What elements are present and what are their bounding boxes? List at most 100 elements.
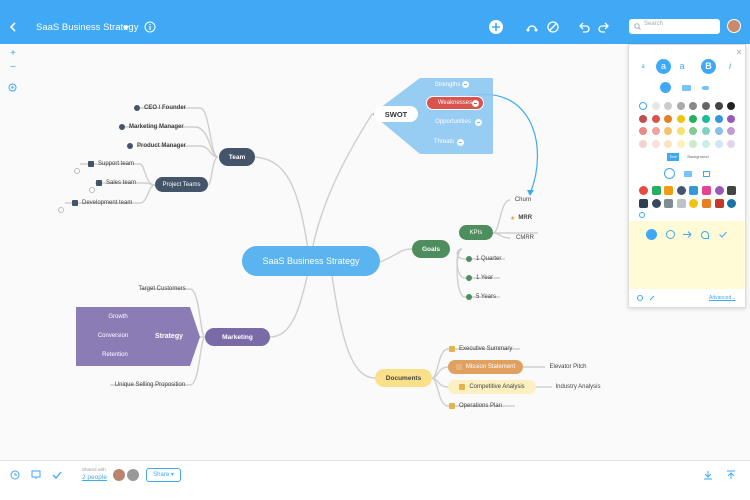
color-swatch[interactable]	[727, 127, 736, 135]
tab-background[interactable]: Background	[687, 154, 709, 159]
color-swatch[interactable]	[651, 114, 660, 123]
collapse-toggle[interactable]	[58, 207, 64, 213]
color-swatch[interactable]	[727, 139, 736, 148]
collapse-toggle[interactable]	[74, 168, 80, 174]
back-icon[interactable]	[9, 22, 17, 32]
bold-button[interactable]: B	[701, 59, 716, 74]
color-swatch[interactable]	[664, 114, 673, 123]
mind-map-canvas[interactable]: + −	[0, 44, 750, 460]
color-swatch[interactable]	[714, 127, 723, 135]
color-swatch[interactable]	[639, 102, 647, 110]
paint-icon[interactable]	[649, 295, 655, 301]
color-swatch[interactable]	[664, 127, 673, 135]
document-item[interactable]: Competitive Analysis	[448, 380, 536, 394]
marker-icon[interactable]	[651, 186, 661, 195]
task-icon[interactable]	[52, 470, 62, 480]
swot-item[interactable]: Threats	[433, 139, 455, 145]
marker-icon[interactable]	[676, 186, 686, 195]
map-title[interactable]: SaaS Business Strategy	[36, 22, 139, 33]
color-swatch[interactable]	[676, 102, 685, 110]
goal-horizon[interactable]: 5 Years	[466, 292, 506, 302]
search-input[interactable]: Search	[629, 19, 720, 34]
document-item[interactable]: Operations Plan	[449, 401, 513, 411]
kpi-item[interactable]: Churn	[514, 197, 532, 203]
color-swatch[interactable]	[664, 139, 673, 148]
redo-icon[interactable]	[598, 21, 610, 33]
color-swatch[interactable]	[664, 102, 673, 110]
color-swatch[interactable]	[702, 127, 710, 135]
project-team-child[interactable]: Development team	[72, 198, 142, 208]
advanced-link[interactable]: Advanced...	[709, 295, 736, 301]
avatar[interactable]	[127, 469, 139, 481]
notes-area[interactable]	[629, 221, 745, 289]
notes-tab-icon[interactable]	[646, 229, 657, 240]
marker-icon[interactable]	[689, 186, 699, 195]
share-button[interactable]: Share ▾	[146, 468, 181, 482]
download-icon[interactable]	[703, 470, 713, 480]
panel-close-icon[interactable]	[736, 49, 742, 55]
export-icon[interactable]	[726, 470, 736, 480]
swot-item-selected[interactable]: Weaknesses	[426, 96, 484, 110]
kpi-item[interactable]: CMRR	[516, 235, 534, 241]
topic-kpis[interactable]: KPIs	[459, 225, 493, 240]
color-swatch[interactable]	[651, 139, 660, 148]
connect-icon[interactable]	[526, 21, 538, 33]
team-child[interactable]: Marketing Manager	[119, 122, 199, 132]
marker-icon[interactable]	[702, 199, 711, 208]
topic-marketing[interactable]: Marketing	[205, 328, 270, 346]
project-team-child[interactable]: Sales team	[96, 178, 146, 188]
marker-icon[interactable]	[702, 186, 711, 195]
comment-icon[interactable]	[666, 230, 675, 239]
topic-documents[interactable]: Documents	[375, 369, 432, 387]
marker-icon[interactable]	[651, 199, 661, 208]
color-swatch[interactable]	[639, 139, 647, 148]
chevron-down-icon[interactable]	[123, 26, 129, 30]
color-swatch[interactable]	[676, 139, 685, 148]
document-subitem[interactable]: Elevator Pitch	[549, 364, 587, 370]
color-swatch[interactable]	[676, 114, 685, 123]
topic-goals[interactable]: Goals	[412, 240, 450, 258]
color-swatch[interactable]	[702, 139, 710, 148]
zoom-in-icon[interactable]: +	[10, 48, 16, 59]
document-subitem[interactable]: Industry Analysis	[555, 384, 601, 390]
color-swatch[interactable]	[689, 139, 698, 148]
marker-icon[interactable]	[727, 186, 737, 195]
disable-icon[interactable]	[547, 21, 559, 33]
text-size-large[interactable]: a	[656, 59, 671, 74]
italic-button[interactable]: i	[729, 61, 731, 71]
style-tab-text[interactable]	[660, 82, 671, 93]
marker-icon[interactable]	[714, 199, 724, 208]
collapse-toggle[interactable]	[89, 187, 95, 193]
text-size-small[interactable]: a	[679, 61, 685, 71]
decrease-size-icon[interactable]: a	[641, 64, 645, 70]
color-swatch[interactable]	[714, 139, 723, 148]
marker-icon[interactable]	[689, 199, 699, 208]
link-tab-icon[interactable]	[703, 171, 710, 177]
info-icon[interactable]	[144, 21, 156, 33]
color-swatch[interactable]	[689, 127, 698, 135]
color-swatch[interactable]	[676, 127, 685, 135]
team-child[interactable]: CEO / Founder	[134, 103, 204, 113]
marker-icon[interactable]	[664, 199, 674, 208]
style-tab-box[interactable]	[682, 85, 691, 91]
team-child[interactable]: Product Manager	[127, 141, 201, 151]
strategy-item[interactable]: Growth	[108, 314, 128, 320]
marketing-item[interactable]: Unique Selling Proposition	[114, 382, 186, 388]
zoom-out-icon[interactable]: −	[10, 62, 16, 73]
history-icon[interactable]	[10, 470, 20, 480]
tab-text[interactable]: Text	[667, 153, 679, 161]
attachment-icon[interactable]	[701, 231, 709, 239]
goal-horizon[interactable]: 1 Quarter	[466, 254, 516, 264]
image-tab-icon[interactable]	[684, 171, 692, 177]
marker-icon[interactable]	[727, 199, 737, 208]
color-swatch[interactable]	[639, 114, 647, 123]
avatar[interactable]	[113, 469, 125, 481]
project-team-child[interactable]: Support team	[88, 159, 148, 169]
color-swatch[interactable]	[651, 102, 660, 110]
kpi-item[interactable]: ★MRR	[510, 215, 533, 222]
marker-icon[interactable]	[676, 199, 686, 208]
more-icons-icon[interactable]	[639, 212, 645, 218]
swot-item[interactable]: Opportunities	[435, 119, 471, 125]
topic-team[interactable]: Team	[219, 148, 255, 166]
strategy-item[interactable]: Conversion	[97, 333, 129, 339]
